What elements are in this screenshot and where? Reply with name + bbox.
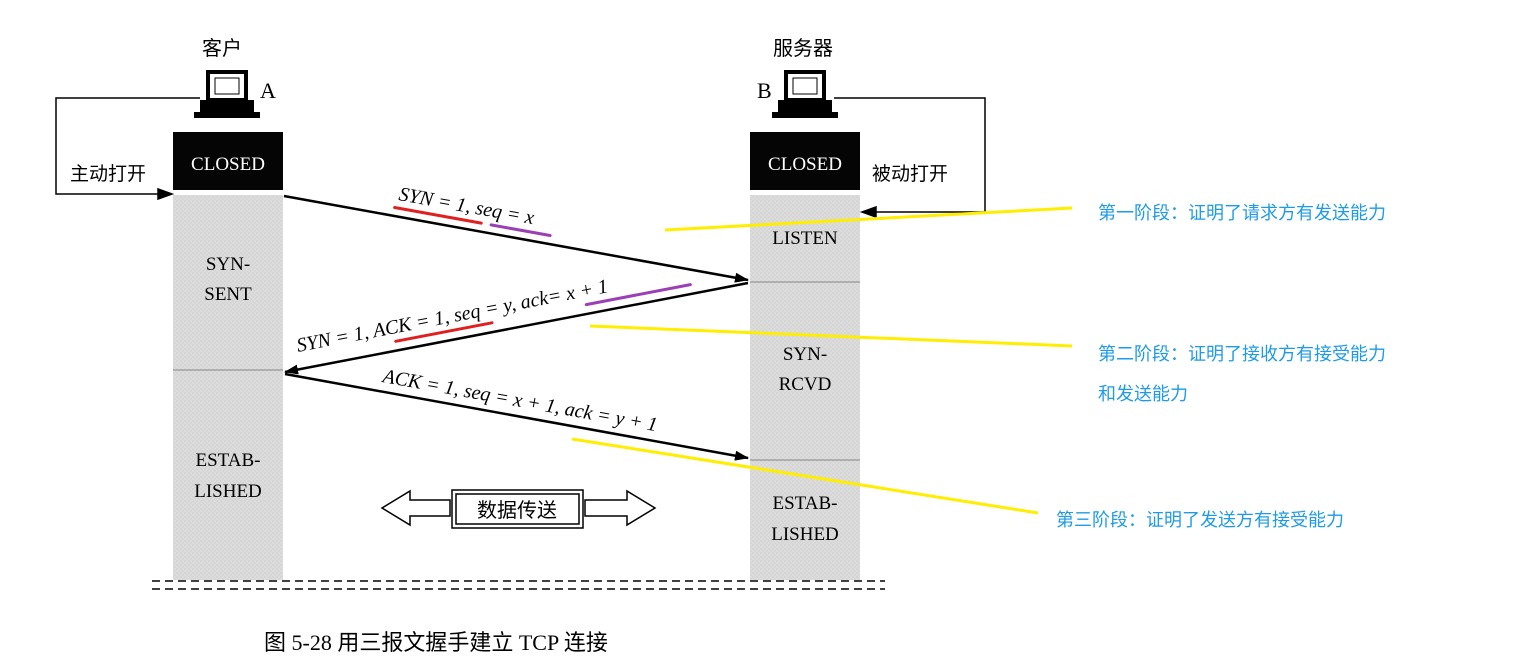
server-state-syn-rcvd-2: RCVD [779,374,832,395]
figure-caption: 图 5-28 用三报文握手建立 TCP 连接 [264,630,608,655]
syn-ack-arrow [284,281,749,375]
passive-open-loop [834,97,986,219]
client-state-syn-sent-2: SENT [204,284,252,305]
phase1-annotation: 第一阶段：证明了请求方有发送能力 [1098,203,1386,224]
server-state-syn-rcvd-1: SYN- [783,344,827,365]
syn-arrow [283,194,749,283]
server-state-closed: CLOSED [768,154,842,175]
server-closed-box [750,132,860,190]
server-state-listen: LISTEN [772,228,838,249]
phase3-pointer-line [571,437,1039,515]
phase2-annotation-line1: 第二阶段：证明了接收方有接受能力 [1098,344,1386,365]
data-transfer-label: 数据传送 [477,498,557,522]
client-state-established-1: ESTAB- [196,450,261,471]
active-open-loop [55,97,200,201]
client-state-established-2: LISHED [194,481,262,502]
ack-arrow [284,372,749,461]
ack-message-label: ACK = 1, seq = x + 1, ack = y + 1 [379,365,659,436]
client-closed-box [173,132,283,190]
client-host-letter: A [260,78,276,103]
server-state-established-1: ESTAB- [773,493,838,514]
client-computer-icon [194,70,260,118]
phase1-pointer-line [664,206,1073,232]
ack-underline-red [394,321,494,343]
server-computer-icon [772,70,838,118]
seq-underline-purple [489,223,552,237]
server-state-established-2: LISHED [771,524,839,545]
client-timeline [173,195,283,580]
syn-underline-red [393,206,483,225]
syn-ack-message-label: SYN = 1, ACK = 1, seq = y, ack= x + 1 [295,275,610,356]
client-label: 客户 [202,36,242,60]
passive-open-label: 被动打开 [872,163,948,185]
server-timeline [750,195,860,580]
phase3-annotation: 第三阶段：证明了发送方有接受能力 [1056,510,1344,531]
syn-message-label: SYN = 1, seq = x [397,183,536,229]
active-open-label: 主动打开 [70,163,146,185]
phase2-pointer-line [589,324,1073,348]
data-transfer-arrow [380,489,657,529]
client-state-syn-sent-1: SYN- [206,254,250,275]
server-label: 服务器 [773,36,833,60]
client-state-closed: CLOSED [191,154,265,175]
server-host-letter: B [757,78,772,103]
phase2-annotation-line2: 和发送能力 [1098,384,1188,405]
ack-value-underline-purple [584,283,692,307]
